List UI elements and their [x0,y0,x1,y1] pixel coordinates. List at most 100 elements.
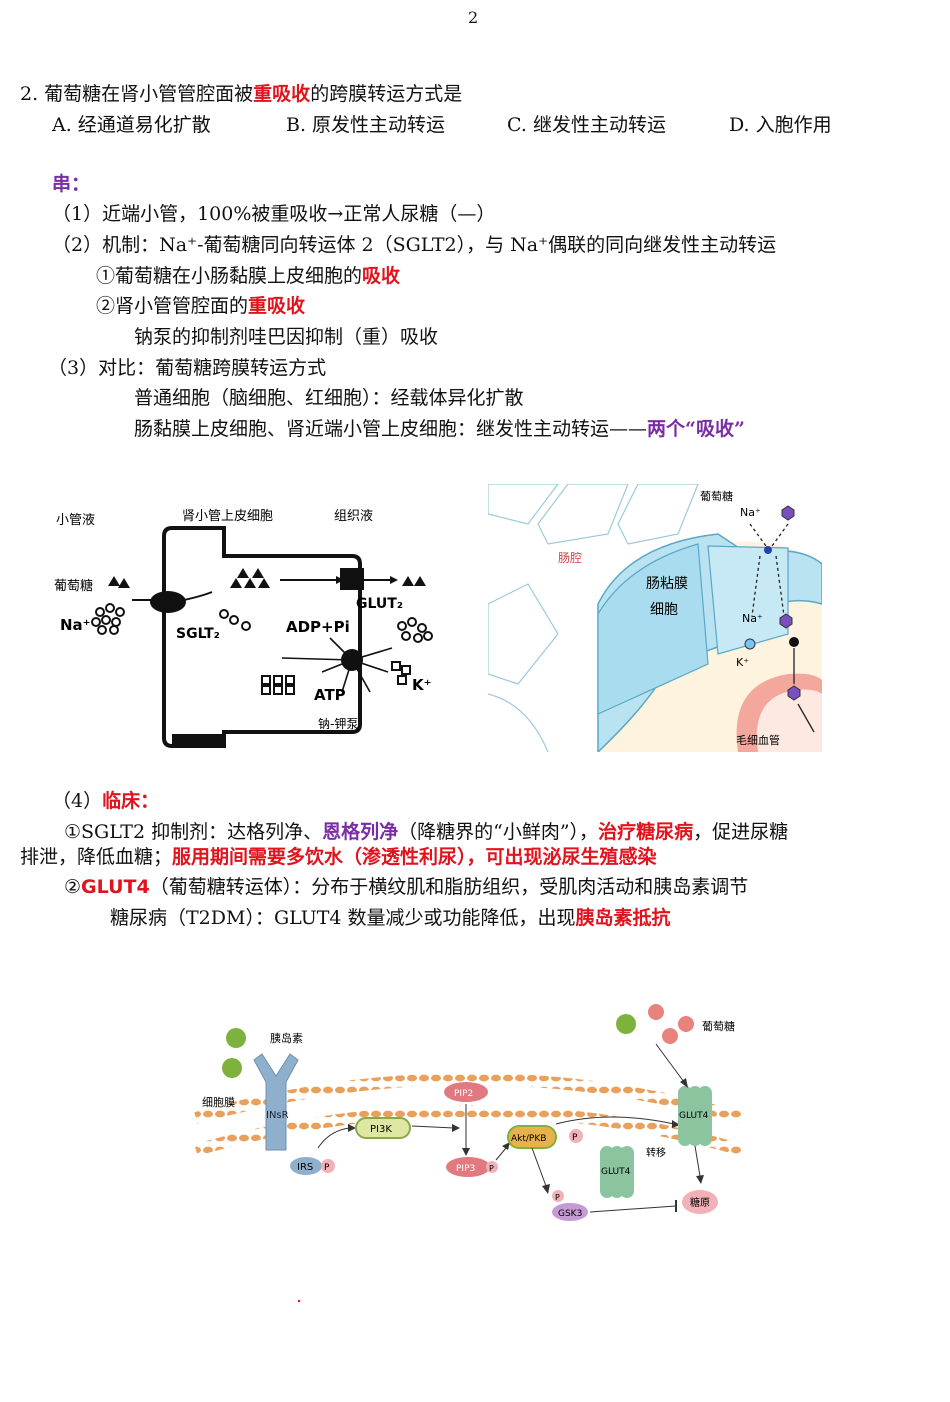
notes-line-3: ①葡萄糖在小肠黏膜上皮细胞的吸收 [96,264,400,288]
notes-heading: 串： [52,173,91,195]
fig1-k-squares [261,661,411,695]
fig3-insulin-label: 胰岛素 [270,1031,303,1045]
clinical-heading-text: 临床： [102,790,160,812]
clinical-p2-a: 排泄，降低血糖； [20,846,173,868]
fig3-gsk3 [552,1203,588,1221]
fig3-glucose [678,1016,694,1032]
question-stem: 2. 葡萄糖在肾小管管腔面被重吸收的跨膜转运方式是 [20,82,462,106]
clinical-p1-e: ，促进尿糖 [693,821,789,843]
option-a: A. 经通道易化扩散 [52,114,211,136]
option-b: B. 原发性主动转运 [286,114,446,136]
fig2-cell-label-2: 细胞 [650,602,678,618]
fig2-sglt1 [764,546,772,554]
fig3-pi3k-label: PI3K [370,1124,392,1135]
fig3-glut4-mem-label: GLUT4 [679,1111,709,1121]
fig3-pip3 [446,1157,490,1177]
clinical-para-2: 排泄，降低血糖；服用期间需要多饮水（渗透性利尿），可出现泌尿生殖感染 [20,845,657,869]
fig3-glucose-green [616,1014,636,1034]
fig1-k-label: K⁺ [412,676,432,694]
clinical-para-4: 糖尿病（T2DM）：GLUT4 数量减少或功能降低，出现胰岛素抵抗 [110,906,671,930]
notes-line-8-text: 肠黏膜上皮细胞、肾近端小管上皮细胞：继发性主动转运—— [134,418,648,440]
fig3-irs [290,1157,322,1175]
fig2-glucose-hex [781,505,795,521]
fig3-pip3-label: PIP3 [456,1164,475,1174]
fig1-glucose-label: 葡萄糖 [54,578,93,594]
question-highlight: 重吸收 [253,83,311,105]
fig2-na-k-pump [744,638,756,650]
fig3-membrane-label: 细胞膜 [202,1096,235,1109]
clinical-p3-c: （葡萄糖转运体）：分布于横纹肌和脂肪组织，受肌肉活动和胰岛素调节 [149,876,749,898]
fig1-atp-label: ATP [314,686,346,704]
fig1-lumen-label: 小管液 [56,513,95,528]
notes-line-3-highlight: 吸收 [362,265,401,287]
renal-transport-diagram: 小管液 肾小管上皮细胞 组织液 葡萄糖 Na⁺ SGLT₂ GLUT₂ ADP+… [54,509,433,748]
fig3-glut4-membrane [678,1086,712,1146]
fig1-glucose-triangle [118,578,130,588]
clinical-p3-a: ② [64,876,82,898]
fig3-glycogen-label: 糖原 [690,1196,710,1209]
fig3-glucose [648,1004,664,1020]
fig3-glucose-label: 葡萄糖 [702,1019,735,1033]
fig3-gsk-p-label: P [555,1193,560,1202]
clinical-heading-number: （4） [52,790,103,812]
fig2-na-mid-label: Na⁺ [742,612,763,625]
fig1-glut-label: GLUT₂ [356,596,403,612]
fig1-pump-label: 钠-钾泵 [318,716,358,731]
question-stem-suffix: 的跨膜转运方式是 [310,83,463,105]
fig2-glut2 [789,637,799,647]
notes-line-2: （2）机制：Na⁺-葡萄糖同向转运体 2（SGLT2），与 Na⁺偶联的同向继发… [52,234,777,256]
clinical-p4-a: 糖尿病（T2DM）：GLUT4 数量减少或功能降低，出现 [110,907,576,929]
page-number: 2 [468,8,479,27]
fig3-glycogen [682,1190,718,1214]
notes-line-8-highlight: 两个“吸收” [647,418,745,440]
notes-line-8: 肠黏膜上皮细胞、肾近端小管上皮细胞：继发性主动转运——两个“吸收” [134,417,745,441]
clinical-para-1: ①SGLT2 抑制剂：达格列净、恩格列净（降糖界的“小鲜肉”），治疗糖尿病，促进… [64,820,788,844]
fig2-na-top-label: Na⁺ [740,506,761,519]
clinical-para-3: ②GLUT4（葡萄糖转运体）：分布于横纹肌和脂肪组织，受肌肉活动和胰岛素调节 [64,875,748,899]
clinical-p4-b: 胰岛素抵抗 [575,907,671,929]
fig1-glucose-triangle [108,576,120,586]
fig3-akt-p-label: P [572,1133,578,1143]
notes-line-4-highlight: 重吸收 [248,295,306,317]
fig3-insulin [226,1028,246,1048]
fig1-sglt-label: SGLT₂ [176,626,220,642]
option-c: C. 继发性主动转运 [507,114,666,136]
fig3-glut4-cytoplasm [600,1146,634,1198]
clinical-heading: （4）临床： [52,789,159,813]
fig1-junction [172,734,222,748]
fig3-translocation-label: 转移 [646,1146,666,1159]
fig3-pip3-p-label: P [489,1164,494,1173]
clinical-p2-b: 服用期间需要多饮水（渗透性利尿），可出现泌尿生殖感染 [172,846,657,868]
footer-dot: . [296,1285,303,1307]
fig3-akt-label: Akt/PKB [511,1134,546,1144]
fig1-cell-label: 肾小管上皮细胞 [182,509,273,524]
fig2-lumen-label: 肠腔 [558,550,582,565]
question-stem-text: 2. 葡萄糖在肾小管管腔面被 [20,83,254,105]
fig1-na-label: Na⁺ [60,616,91,634]
clinical-p1-d: 治疗糖尿病 [598,821,694,843]
clinical-p1-b: 恩格列净 [322,821,399,843]
insulin-signaling-diagram: 胰岛素 葡萄糖 细胞膜 INsR IRS P PI3K PIP2 PIP3 P … [194,1004,744,1221]
fig3-insr-label: INsR [266,1110,289,1121]
fig1-cell-outline [162,526,362,748]
notes-line-5: 钠泵的抑制剂哇巴因抑制（重）吸收 [134,326,439,348]
option-d: D. 入胞作用 [729,114,832,136]
fig3-pi3k [355,1117,411,1139]
fig3-pip2-label: PIP2 [454,1089,473,1099]
notes-line-1: （1）近端小管，100%被重吸收→正常人尿糖（—） [52,203,496,225]
fig3-irs-label: IRS [297,1162,313,1173]
notes-line-6: （3）对比：葡萄糖跨膜转运方式 [48,357,327,379]
fig1-adp-label: ADP+Pi [286,618,350,636]
fig3-p-label: P [324,1163,330,1173]
fig1-cell-glucose [230,568,270,588]
fig3-glucose [662,1028,678,1044]
fig3-glut4-in-label: GLUT4 [601,1167,631,1177]
fig1-interstitial-label: 组织液 [334,509,373,524]
intestinal-transport-diagram: 葡萄糖 Na⁺ 肠腔 肠粘膜 细胞 Na⁺ K⁺ 毛细血管 [488,484,822,752]
fig3-pip2 [444,1082,488,1102]
notes-line-3-text: ①葡萄糖在小肠黏膜上皮细胞的 [96,265,363,287]
fig2-k-label: K⁺ [736,656,749,669]
fig3-gsk3-label: GSK3 [558,1209,582,1219]
fig3-insulin [222,1058,242,1078]
notes-line-4-text: ②肾小管管腔面的 [96,295,249,317]
